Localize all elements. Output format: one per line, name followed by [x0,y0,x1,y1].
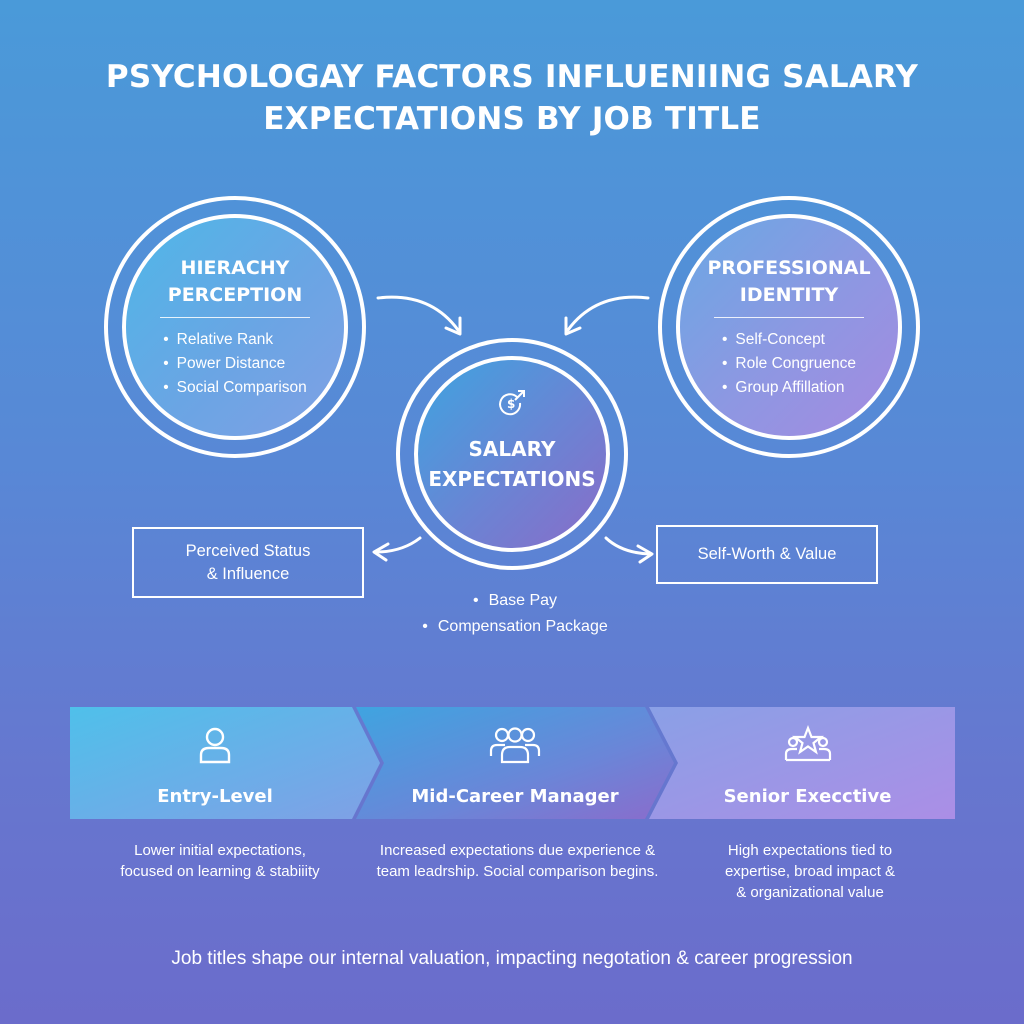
divider [714,316,864,318]
self-worth-box: Self-Worth & Value [656,525,878,584]
svg-text:$: $ [507,397,515,411]
list-item: Social Comparison [163,376,307,400]
list-item: Base Pay [400,588,630,614]
arrow-salary-to-status-icon [372,536,422,562]
mid-career-description: Increased expectations due experience & … [376,842,659,880]
dollar-growth-icon: $ [499,390,525,416]
stage-senior-executive: Senior Execctive [660,707,955,819]
footer-caption: Job titles shape our internal valuation,… [171,948,853,969]
stage-mid-career-manager: Mid-Career Manager [370,707,660,819]
list-item: Power Distance [163,352,307,376]
team-icon [489,727,541,764]
title-line-1: PSYCHOLOGAY FACTORS INFLUENIING SALARY [105,59,919,95]
hierarchy-inner-disc: HIERACHY PERCEPTION Relative Rank Power … [122,214,348,440]
entry-level-description: Lower initial expectations, focused on l… [120,842,320,880]
identity-heading: PROFESSIONAL IDENTITY [707,256,871,306]
list-item: Role Congruence [722,352,856,376]
salary-components-list: Base Pay Compensation Package [400,588,630,640]
senior-executive-description: High expectations tied to expertise, bro… [724,842,896,901]
stage-entry-level: Entry-Level [70,707,360,819]
list-item: Compensation Package [400,614,630,640]
list-item: Relative Rank [163,328,307,352]
stage-label: Entry-Level [157,786,273,807]
salary-heading: SALARY EXPECTATIONS [428,437,596,491]
hierarchy-outer-ring [104,196,366,458]
arrow-salary-to-selfworth-icon [604,536,654,564]
hierarchy-list: Relative Rank Power Distance Social Comp… [163,328,307,400]
arrow-hierarchy-to-salary-icon [376,295,462,336]
arrow-identity-to-salary-icon [564,295,650,336]
stage-label: Mid-Career Manager [411,786,619,807]
star-leader-icon [784,724,831,762]
title-line-2: EXPECTATIONS BY JOB TITLE [263,101,761,137]
identity-inner-disc: PROFESSIONAL IDENTITY Self-Concept Role … [676,214,902,440]
divider [160,316,310,318]
career-stage-band: Entry-Level Mid-Career Manager Senior Ex… [70,707,955,819]
person-icon [199,727,231,764]
hierarchy-heading: HIERACHY PERCEPTION [167,256,303,306]
salary-outer-ring [396,338,628,570]
list-item: Self-Concept [722,328,856,352]
identity-outer-ring [658,196,920,458]
identity-list: Self-Concept Role Congruence Group Affil… [722,328,856,400]
list-item: Group Affillation [722,376,856,400]
page-title: PSYCHOLOGAY FACTORS INFLUENIING SALARY E… [0,56,1024,140]
perceived-status-box: Perceived Status & Influence [132,527,364,598]
stage-label: Senior Execctive [723,786,892,807]
salary-inner-disc: $ SALARY EXPECTATIONS [414,356,610,552]
